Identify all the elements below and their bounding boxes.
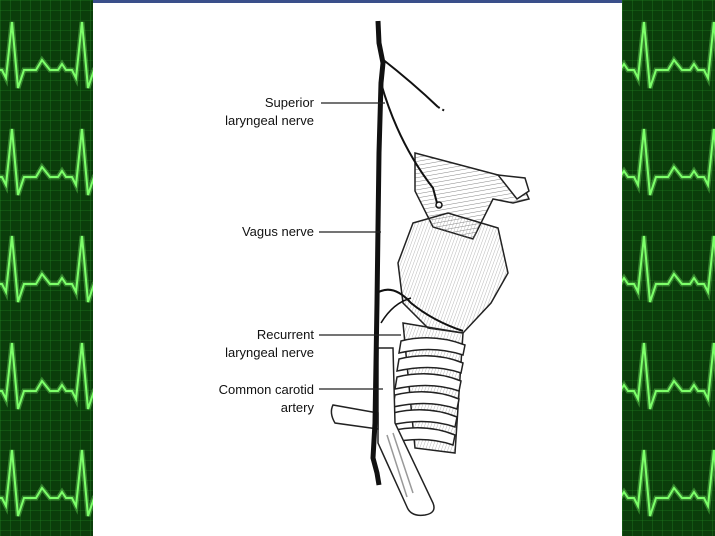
ecg-heartbeat-icon xyxy=(622,0,715,536)
ecg-trace xyxy=(622,128,715,196)
superior-laryngeal-label: Superior laryngeal nerve xyxy=(164,94,314,130)
label-line: artery xyxy=(280,400,314,415)
ecg-panel-right xyxy=(622,0,715,536)
ecg-trace xyxy=(0,342,93,410)
ecg-trace xyxy=(622,235,715,303)
superior-laryngeal-nerve xyxy=(380,57,439,108)
carotid-artery xyxy=(330,347,435,517)
ecg-trace xyxy=(622,21,715,89)
recurrent-laryngeal-nerve xyxy=(376,288,464,332)
label-line: Vagus nerve xyxy=(241,224,314,239)
slide-canvas: Superior laryngeal nerve Vagus nerve Rec… xyxy=(93,0,622,536)
ecg-trace xyxy=(0,449,93,517)
ecg-trace xyxy=(622,342,715,410)
label-line: Superior xyxy=(264,95,314,110)
ecg-trace xyxy=(0,235,93,303)
leader-lines xyxy=(319,102,401,390)
recurrent-laryngeal-label: Recurrent laryngeal nerve xyxy=(164,326,314,362)
common-carotid-label: Common carotid artery xyxy=(164,381,314,417)
ecg-trace xyxy=(622,449,715,517)
ecg-panel-left xyxy=(0,0,93,536)
vagus-nerve-label: Vagus nerve xyxy=(164,223,314,241)
ecg-heartbeat-icon xyxy=(0,0,93,536)
vagus-nerve xyxy=(370,20,386,486)
larynx-nerve-diagram xyxy=(319,20,531,517)
label-line: Common carotid xyxy=(218,382,314,397)
label-line: Recurrent xyxy=(256,327,314,342)
trachea xyxy=(388,322,466,454)
ecg-trace xyxy=(0,21,93,89)
ecg-trace xyxy=(0,128,93,196)
label-line: laryngeal nerve xyxy=(225,113,314,128)
thyroid-cartilage xyxy=(397,212,509,334)
label-line: laryngeal nerve xyxy=(225,345,314,360)
